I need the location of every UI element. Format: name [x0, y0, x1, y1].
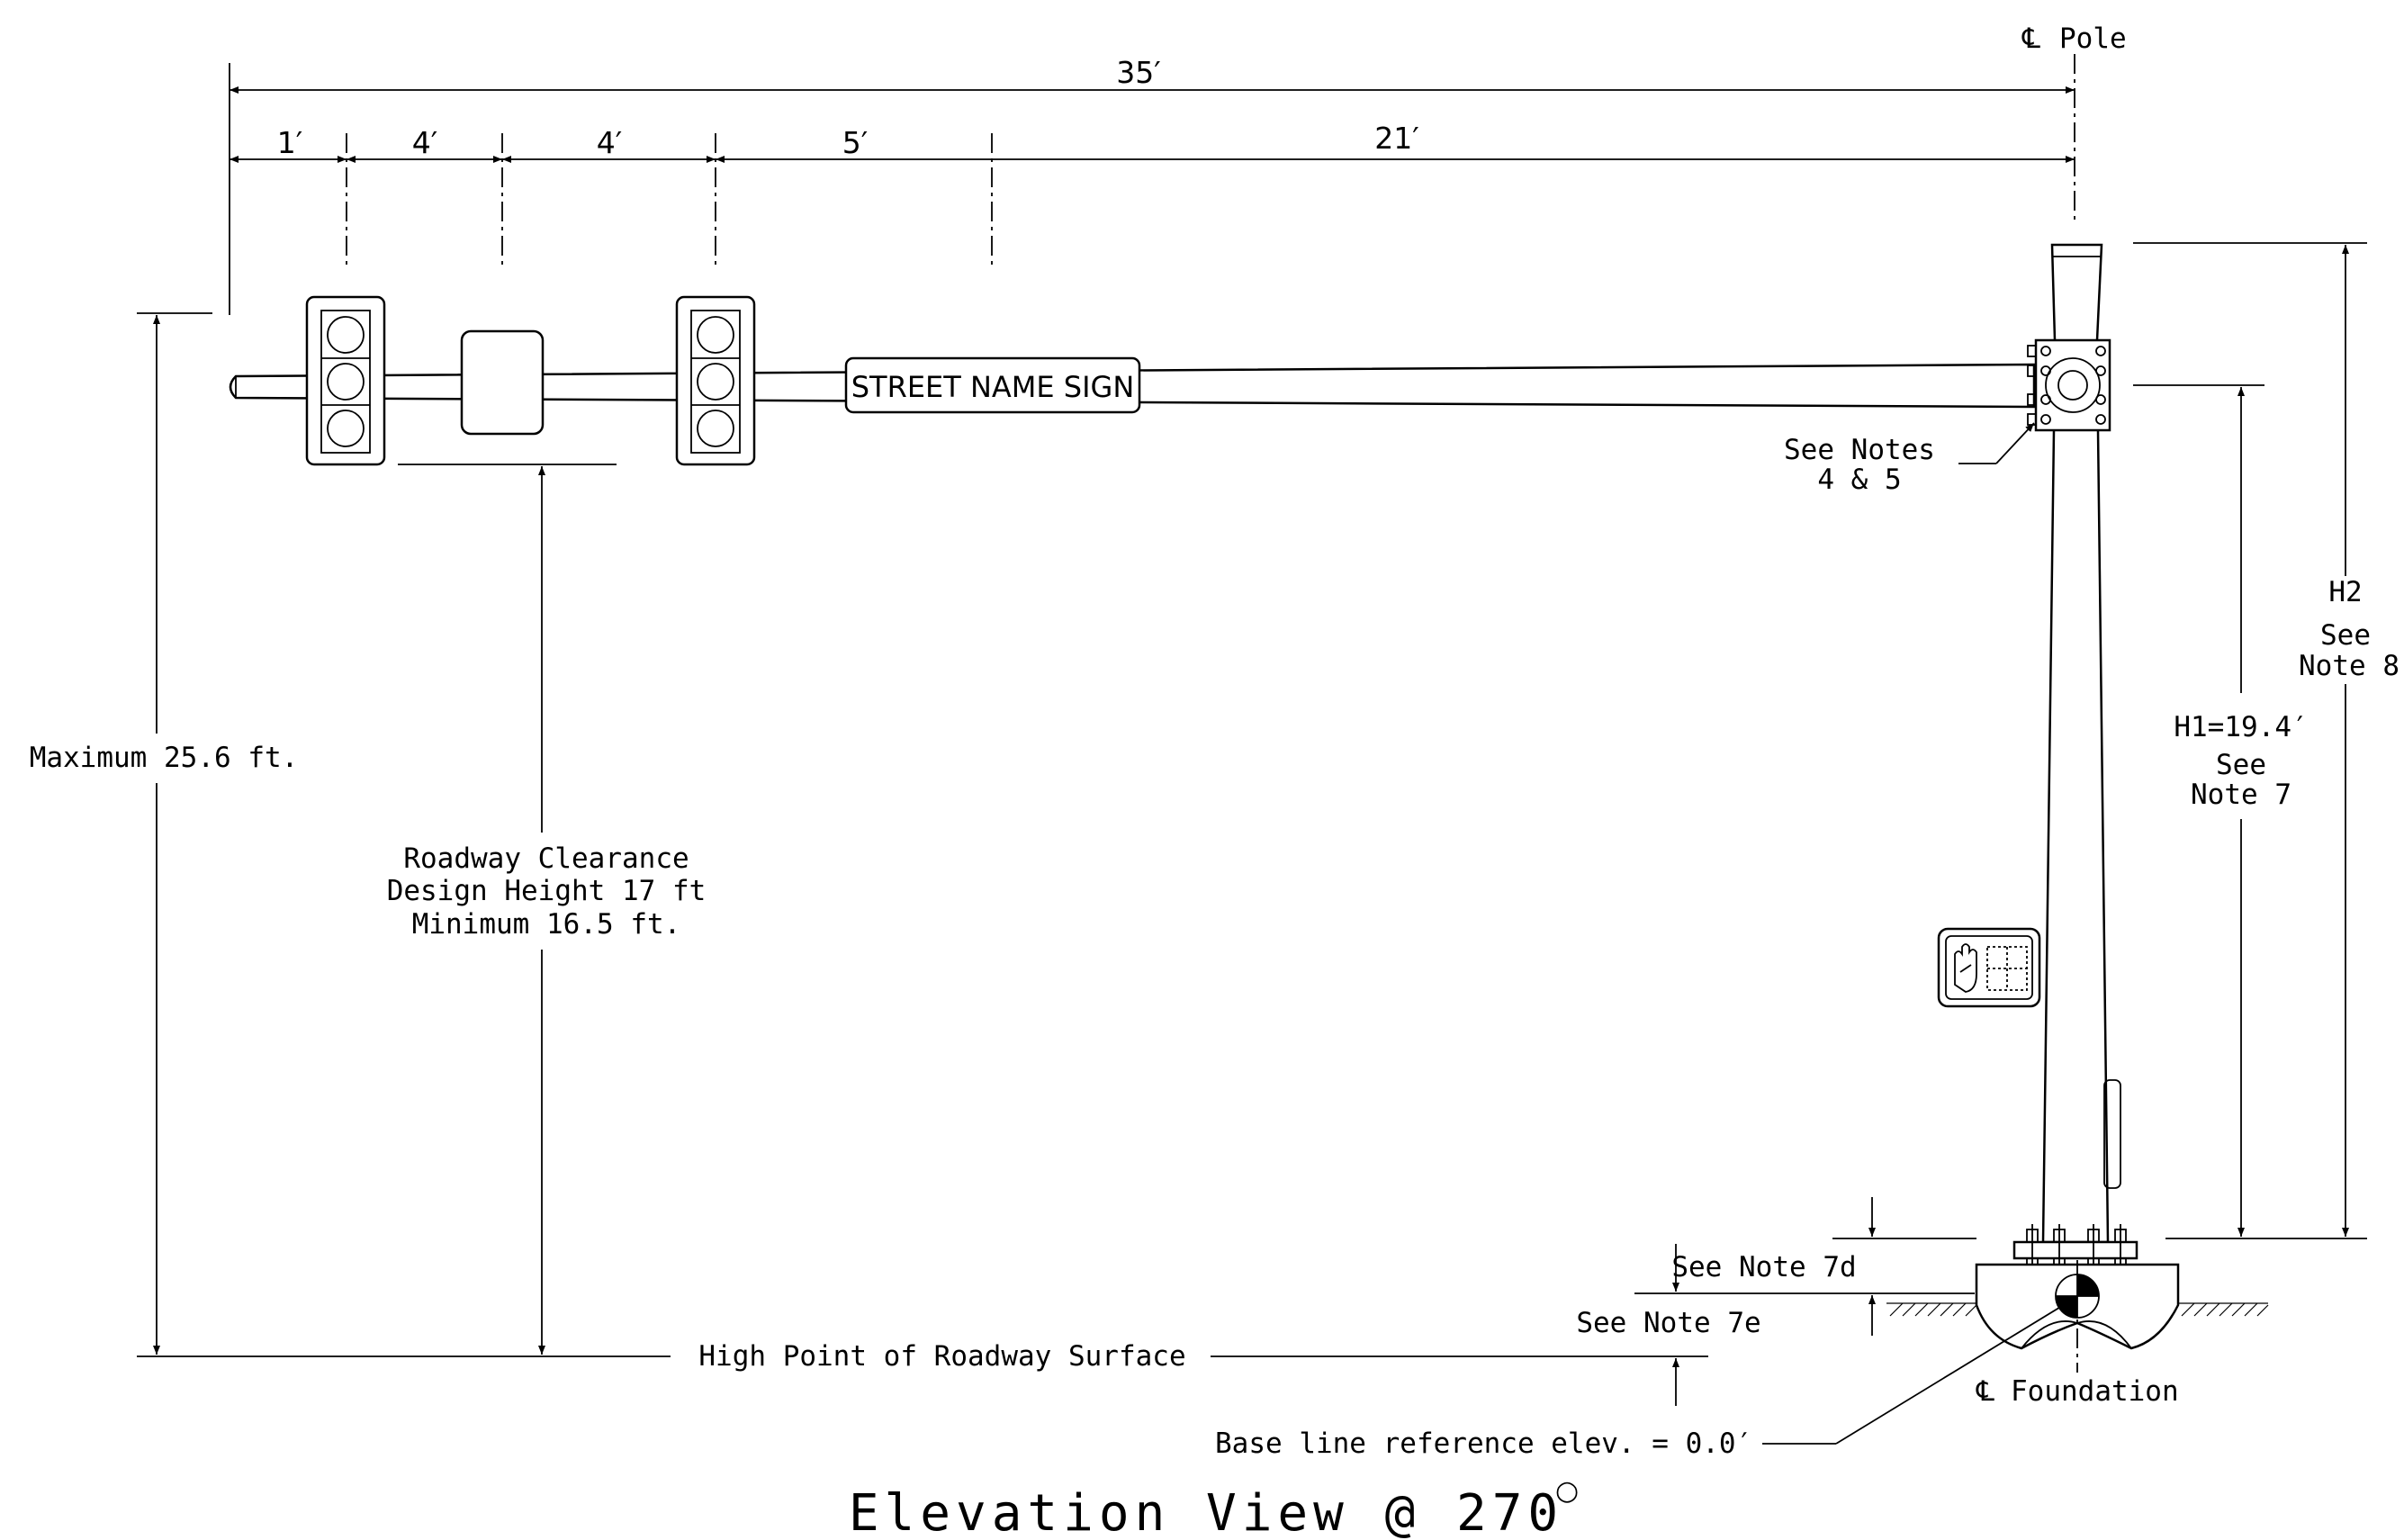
signal-lens-icon	[327, 316, 365, 354]
note-7e-dimension: See Note 7e	[1576, 1244, 1761, 1406]
note-7d-dimension: See Note 7d	[1634, 1197, 1976, 1336]
h2-dimension: H2 See Note 8	[2133, 242, 2399, 1239]
countdown-display-icon	[1986, 946, 2028, 991]
handhole-cover	[2103, 1079, 2121, 1189]
signal-lens-icon	[697, 316, 734, 354]
foundation-centerline-symbol: ℄	[1976, 1375, 1994, 1408]
pole-centerline-label: Pole	[2059, 23, 2127, 55]
elevation-benchmark-icon	[2055, 1274, 2100, 1319]
roadway-high-point: High Point of Roadway Surface	[137, 1340, 1708, 1373]
h1-see-label: See	[2216, 749, 2266, 781]
signal-lens-icon	[697, 410, 734, 447]
h1-note-label: Note 7	[2191, 779, 2291, 811]
mast-arm	[229, 363, 2036, 409]
horizontal-dimensions: 35′ 1′ 4′ 4′ 5′ 21′ ℄ Pole	[229, 23, 2127, 315]
seg5-label: 21′	[1374, 121, 1418, 156]
plate-bolt-icons	[2027, 345, 2106, 426]
ground-hatching-left	[1886, 1302, 1977, 1317]
h2-label: H2	[2328, 576, 2362, 608]
signal-lens-icon	[697, 363, 734, 401]
degree-symbol: ○	[1555, 1475, 1579, 1507]
signal-lens-icon	[327, 363, 365, 401]
h1-dimension: H1=19.4′ See Note 7	[2133, 384, 2309, 1237]
drawing-title: Elevation View @ 270	[849, 1484, 1563, 1540]
arm-connection-plate	[2034, 338, 2111, 432]
base-line-label: Base line reference elev. = 0.0′	[1215, 1427, 1752, 1460]
mast-arm-tube	[229, 363, 2036, 409]
pole-centerline-symbol: ℄	[2021, 23, 2040, 55]
seg4-label: 5′	[842, 125, 869, 160]
see-notes-4-5-line2: 4 & 5	[1817, 464, 1901, 496]
overall-dimension-label: 35′	[1116, 55, 1160, 90]
see-notes-leader-arrow	[1995, 422, 2035, 464]
base-line-reference: Base line reference elev. = 0.0′	[1215, 1302, 2067, 1460]
street-name-sign: STREET NAME SIGN	[844, 356, 1141, 414]
seg3-label: 4′	[597, 125, 623, 160]
high-point-label: High Point of Roadway Surface	[698, 1340, 1185, 1373]
see-notes-4-5-line1: See Notes	[1784, 434, 1935, 466]
ground-hatching-right	[2178, 1302, 2269, 1317]
signal-lens-icon	[327, 410, 365, 447]
foundation-centerline-label: Foundation	[2011, 1375, 2179, 1408]
seg2-label: 4′	[412, 125, 438, 160]
base-plate	[2012, 1240, 2138, 1260]
signal-pole	[2012, 243, 2138, 1271]
pedestrian-hand-icon	[1954, 943, 1977, 993]
see-note-7e-label: See Note 7e	[1576, 1307, 1760, 1339]
see-note-7d-label: See Note 7d	[1671, 1251, 1856, 1283]
maximum-height-label: Maximum 25.6 ft.	[30, 742, 299, 774]
h1-label: H1=19.4′	[2174, 711, 2308, 743]
pedestrian-signal	[1937, 927, 2041, 1008]
h2-note-label: Note 8	[2299, 650, 2399, 682]
roadway-clearance-dimension: Roadway Clearance Design Height 17 ft Mi…	[387, 464, 707, 1355]
seg1-label: 1′	[277, 125, 303, 160]
h2-see-label: See	[2320, 619, 2371, 652]
clearance-line1: Roadway Clearance	[403, 842, 689, 875]
street-name-sign-text: STREET NAME SIGN	[851, 370, 1135, 404]
traffic-signal-head-2	[675, 295, 756, 466]
traffic-signal-head-1	[305, 295, 386, 466]
blank-sign-panel	[460, 329, 545, 436]
foundation: ℄ Foundation	[1886, 1260, 2269, 1408]
clearance-line3: Minimum 16.5 ft.	[412, 908, 681, 941]
connection-flange-icon	[2045, 357, 2101, 413]
maximum-height-dimension: Maximum 25.6 ft.	[30, 312, 299, 1355]
clearance-line2: Design Height 17 ft	[387, 875, 707, 907]
